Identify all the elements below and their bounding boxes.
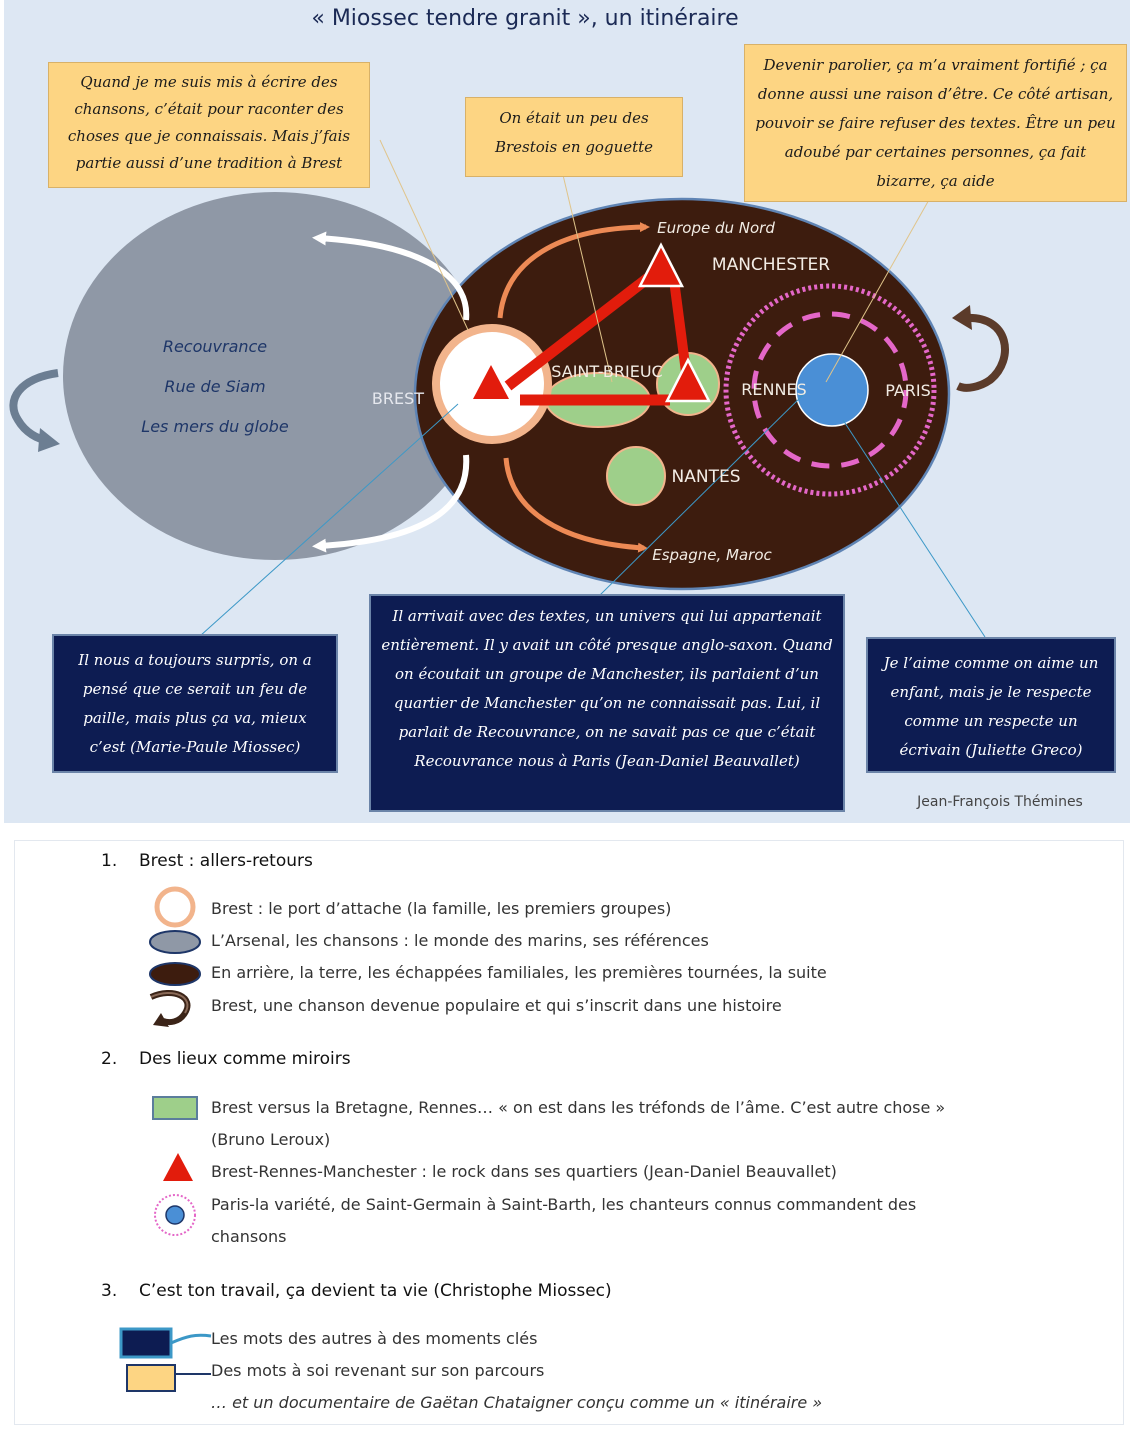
- red-line-manchester-rennes: [669, 279, 691, 373]
- triangle-brest: [473, 365, 509, 399]
- nantes-green: [606, 446, 666, 506]
- section-number: 2.: [101, 1049, 118, 1069]
- section-number: 1.: [101, 851, 118, 871]
- label-recouvrance: Recouvrance: [163, 337, 267, 356]
- curl-arrow-left-head: [38, 428, 60, 452]
- leader-blue-left: [199, 403, 459, 637]
- legend-symbol-green-rect: [152, 1096, 198, 1120]
- leader-yellow-right: [825, 197, 931, 383]
- legend-item: Brest-Rennes-Manchester : le rock dans s…: [211, 1162, 837, 1181]
- leader-blue-right: [842, 419, 986, 638]
- label-mers-du-globe: Les mers du globe: [141, 417, 289, 436]
- section-heading: C’est ton travail, ça devient ta vie (Ch…: [139, 1281, 612, 1301]
- quote-yellow-left: Quand je me suis mis à écrire des chanso…: [48, 62, 370, 188]
- curl-arrow-right: [956, 313, 1009, 392]
- label-brest: BREST: [372, 389, 424, 408]
- red-line-brest-manchester: [504, 273, 652, 391]
- legend-symbol-pink-ring: [154, 1194, 196, 1236]
- quote-blue-right: Je l’aime comme on aime un enfant, mais …: [866, 637, 1116, 773]
- label-paris: PARIS: [885, 381, 931, 400]
- label-espagne-maroc: Espagne, Maroc: [652, 546, 772, 564]
- legend-symbol-brest-ring: [154, 886, 196, 928]
- legend-item: Paris-la variété, de Saint-Germain à Sai…: [211, 1195, 917, 1214]
- curl-arrow-left: [9, 369, 59, 444]
- legend-item: (Bruno Leroux): [211, 1130, 331, 1149]
- legend-item: L’Arsenal, les chansons : le monde des m…: [211, 931, 709, 950]
- legend-symbol-red-triangle: [163, 1153, 193, 1181]
- label-rennes: RENNES: [741, 380, 806, 399]
- leader-yellow-mid: [562, 174, 613, 383]
- quote-yellow-right: Devenir parolier, ça m’a vraiment fortif…: [744, 44, 1127, 202]
- label-rue-de-siam: Rue de Siam: [164, 377, 265, 396]
- quote-blue-left: Il nous a toujours surpris, on a pensé q…: [52, 634, 338, 773]
- legend-item: chansons: [211, 1227, 287, 1246]
- label-saint-brieuc: SAINT-BRIEUC: [551, 362, 662, 381]
- triangle-rennes: [664, 357, 712, 403]
- itinerary-map: Recouvrance Rue de Siam Les mers du glob…: [9, 139, 1009, 638]
- quote-yellow-mid: On était un peu des Brestois en goguette: [465, 97, 683, 177]
- paris-ring-outer: [723, 283, 937, 497]
- section-number: 3.: [101, 1281, 118, 1301]
- legend-item: Brest : le port d’attache (la famille, l…: [211, 899, 672, 918]
- legend-symbol-brown-ellipse: [149, 962, 201, 986]
- legend-item: … et un documentaire de Gaëtan Chataigne…: [211, 1393, 823, 1412]
- orange-arrow-south: [503, 457, 648, 553]
- section-heading: Brest : allers-retours: [139, 851, 313, 871]
- label-manchester: MANCHESTER: [712, 255, 830, 275]
- legend-symbol-navy-box: [119, 1327, 212, 1359]
- curl-arrow-right-head: [952, 305, 972, 330]
- author-credit: Jean-François Thémines: [917, 794, 1083, 810]
- legend-item: Brest versus la Bretagne, Rennes… « on e…: [211, 1098, 946, 1117]
- legend-symbol-curl-arrow: [149, 990, 191, 1027]
- leader-blue-mid: [599, 391, 807, 596]
- label-nantes: NANTES: [672, 467, 741, 487]
- white-arrow-down: [312, 454, 470, 553]
- legend-item: Brest, une chanson devenue populaire et …: [211, 996, 782, 1015]
- label-europe-du-nord: Europe du Nord: [657, 219, 775, 237]
- white-arrow-up: [312, 231, 470, 321]
- legend-item: Les mots des autres à des moments clés: [211, 1329, 538, 1348]
- legend-item: Des mots à soi revenant sur son parcours: [211, 1361, 545, 1380]
- orange-arrow-north: [497, 222, 650, 319]
- page-title: « Miossec tendre granit », un itinéraire: [311, 6, 739, 31]
- quote-blue-mid: Il arrivait avec des textes, un univers …: [369, 594, 845, 812]
- legend-panel: 1. Brest : allers-retours 2. Des lieux c…: [14, 840, 1124, 1425]
- triangle-manchester: [637, 242, 685, 288]
- legend-item: En arrière, la terre, les échappées fami…: [211, 963, 827, 982]
- legend-symbol-grey-ellipse: [149, 930, 201, 954]
- paris-circle: [795, 353, 869, 427]
- section-heading: Des lieux comme miroirs: [139, 1049, 351, 1069]
- legend-symbol-yellow-box: [126, 1364, 211, 1392]
- grey-zone: [63, 192, 487, 560]
- leader-yellow-left: [379, 139, 469, 331]
- paris-ring-inner: [751, 311, 909, 469]
